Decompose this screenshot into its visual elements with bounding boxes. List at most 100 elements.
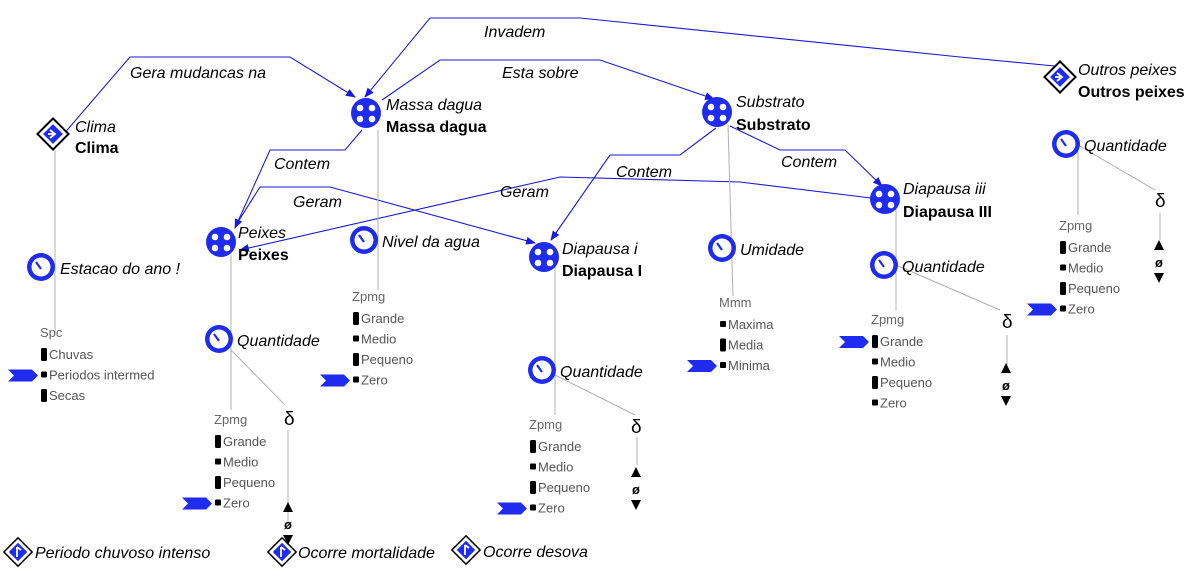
derivative-symbol: δ bbox=[284, 409, 295, 430]
label-geram-2: Geram bbox=[500, 184, 549, 201]
quantity-label: Quantidade bbox=[902, 259, 985, 276]
quantity-value: Medio bbox=[538, 460, 573, 475]
interval-value-marker bbox=[530, 440, 536, 453]
derivative-symbol: δ bbox=[1155, 191, 1166, 212]
current-value-pointer-icon bbox=[839, 336, 869, 348]
gauge-icon bbox=[27, 253, 55, 281]
quantity-space-name: Spc bbox=[40, 325, 63, 340]
point-value-marker bbox=[353, 335, 359, 342]
point-value-marker bbox=[215, 499, 221, 506]
current-value-pointer-icon bbox=[687, 360, 717, 372]
relation-labels: Gera mudancas na Invadem Esta sobre Cont… bbox=[130, 24, 837, 211]
derivative-symbol: δ bbox=[1002, 312, 1013, 333]
decrease-arrow-icon bbox=[283, 535, 293, 545]
assumption-item[interactable]: Ocorre mortalidade bbox=[266, 536, 435, 568]
label-gera-mudancas: Gera mudancas na bbox=[130, 65, 266, 82]
quantity-value: Periodos intermed bbox=[49, 368, 155, 383]
quantity-label: Estacao do ano ! bbox=[60, 261, 181, 278]
entity-name: Diapausa i bbox=[562, 241, 638, 258]
derivative-peixes: δ ø bbox=[283, 409, 295, 545]
edge-geram-2[interactable] bbox=[239, 176, 872, 252]
increase-arrow-icon bbox=[283, 502, 293, 512]
current-value-pointer-icon bbox=[8, 369, 38, 382]
edge-contem-sub-d1[interactable] bbox=[550, 127, 717, 241]
quantity-value: Secas bbox=[49, 388, 86, 403]
derivative-diapausa-iii: δ ø bbox=[1001, 312, 1013, 406]
label-invadem: Invadem bbox=[484, 24, 545, 41]
quantity-outros-q[interactable]: Quantidade bbox=[1052, 130, 1167, 158]
entity-name: Substrato bbox=[736, 94, 805, 111]
quantity-label: Quantidade bbox=[560, 364, 643, 381]
derivative-outros-peixes: δ ø bbox=[1154, 191, 1166, 283]
edge-esta-sobre[interactable] bbox=[381, 59, 715, 101]
current-value-pointer-icon bbox=[182, 497, 212, 510]
quantity-peixes-q[interactable]: Quantidade bbox=[205, 325, 320, 353]
current-value-pointer-icon bbox=[320, 374, 350, 387]
quantity-value: Medio bbox=[223, 455, 258, 470]
current-value-pointer-icon bbox=[497, 502, 527, 515]
derivative-symbol: δ bbox=[631, 417, 642, 438]
decrease-arrow-icon bbox=[1001, 396, 1011, 406]
quantity-estacao[interactable]: Estacao do ano ! bbox=[27, 253, 181, 281]
quantity-space-name: Mmm bbox=[719, 295, 752, 310]
entity-peixes[interactable]: Peixes Peixes bbox=[206, 225, 289, 264]
assumption-item[interactable]: Ocorre desova bbox=[450, 534, 588, 566]
point-value-marker bbox=[215, 458, 221, 465]
quantity-label: Quantidade bbox=[237, 333, 320, 350]
interval-value-marker bbox=[215, 435, 221, 448]
agent-diamond-icon bbox=[36, 117, 70, 151]
entity-substrato[interactable]: Substrato Substrato bbox=[702, 94, 811, 134]
increase-arrow-icon bbox=[1154, 240, 1164, 250]
entity-type: Massa dagua bbox=[386, 119, 487, 136]
quantity-value: Media bbox=[728, 338, 764, 353]
quantity-value: Pequeno bbox=[538, 480, 590, 495]
entity-massa-dagua[interactable]: Massa dagua Massa dagua bbox=[351, 97, 487, 136]
gauge-icon bbox=[708, 234, 736, 262]
interval-value-marker bbox=[872, 376, 878, 389]
edge-contem-massa[interactable] bbox=[234, 129, 363, 229]
quantity-value: Chuvas bbox=[49, 347, 94, 362]
point-value-marker bbox=[720, 362, 726, 368]
quantity-value: Grande bbox=[361, 311, 404, 326]
quantity-value: Pequeno bbox=[1068, 281, 1120, 296]
quantity-value: Grande bbox=[538, 439, 581, 454]
quantity-label: Nivel da agua bbox=[382, 234, 480, 251]
interval-value-marker bbox=[215, 476, 221, 489]
quantity-diap3-q[interactable]: Quantidade bbox=[870, 251, 985, 279]
interval-value-marker bbox=[872, 335, 878, 348]
entity-diapausa-iii[interactable]: Diapausa iii Diapausa III bbox=[870, 181, 992, 221]
entity-outros-peixes[interactable]: Outros peixes Outros peixes bbox=[1043, 60, 1185, 101]
quantity-nivel[interactable]: Nivel da agua bbox=[350, 226, 480, 254]
entity-type: Clima bbox=[75, 140, 119, 157]
edge-gera-mudancas[interactable] bbox=[55, 56, 356, 144]
entity-circle-icon bbox=[351, 98, 381, 128]
edge-invadem[interactable] bbox=[364, 17, 1066, 98]
entity-diapausa-i[interactable]: Diapausa i Diapausa I bbox=[529, 241, 642, 280]
gauge-icon bbox=[205, 325, 233, 353]
quantity-umidade[interactable]: Umidade bbox=[708, 234, 804, 262]
entity-clima[interactable]: Clima Clima bbox=[36, 117, 119, 157]
point-value-marker bbox=[530, 504, 536, 511]
quantity-value: Maxima bbox=[728, 317, 774, 332]
quantity-space-name: Zpmg bbox=[871, 312, 904, 327]
entity-name: Clima bbox=[75, 119, 116, 136]
label-esta-sobre: Esta sobre bbox=[502, 65, 579, 82]
quantity-icons: Estacao do ano !Nivel da aguaQuantidadeQ… bbox=[27, 130, 1167, 384]
quantity-value: Zero bbox=[538, 501, 565, 516]
quantity-diap1-q[interactable]: Quantidade bbox=[528, 356, 643, 384]
point-value-marker bbox=[1060, 264, 1066, 271]
edge-contem-sub-d3[interactable] bbox=[729, 125, 883, 187]
assumption-item[interactable]: Periodo chuvoso intenso bbox=[2, 536, 210, 568]
entity-type: Outros peixes bbox=[1078, 84, 1185, 101]
edge-geram-1[interactable] bbox=[235, 186, 536, 245]
entity-type: Diapausa III bbox=[903, 204, 992, 221]
entity-name: Diapausa iii bbox=[903, 181, 986, 198]
